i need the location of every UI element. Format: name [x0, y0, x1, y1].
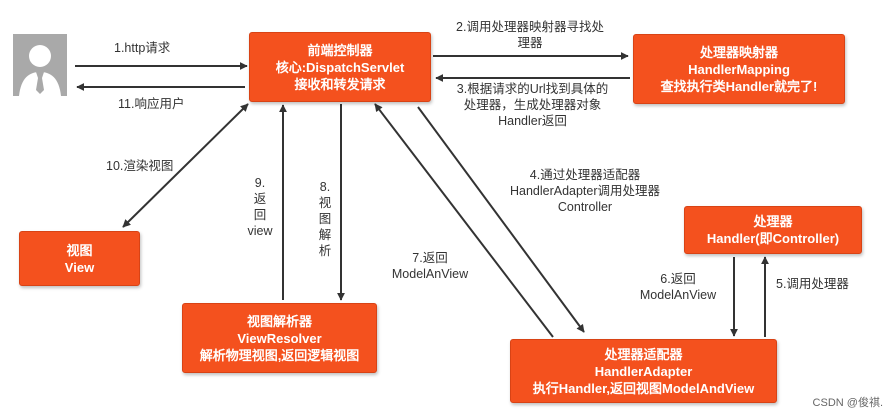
view-name: View — [64, 259, 95, 275]
watermark: CSDN @俊祺. — [812, 397, 883, 409]
arrow-10-render-view — [122, 103, 249, 228]
dispatcher-desc: 接收和转发请求 — [294, 76, 386, 92]
handler-adapter-desc: 执行Handler,返回视图ModelAndView — [532, 380, 755, 396]
edge-label-2-line-2: 理器 — [517, 36, 543, 50]
view-resolver-box: 视图解析器 ViewResolver 解析物理视图,返回逻辑视图 — [182, 303, 377, 373]
edge-label-5: 5.调用处理器 — [776, 276, 849, 292]
edge-label-1-line: 1.http请求 — [114, 41, 171, 55]
view-resolver-title: 视图解析器 — [246, 313, 312, 329]
arrow-4-call-adapter — [417, 106, 585, 333]
edge-label-9-line-2: 返 — [253, 192, 267, 206]
view-resolver-name: ViewResolver — [237, 330, 322, 346]
edge-label-4-line-1: 4.通过处理器适配器 — [529, 168, 641, 182]
edge-label-6-line-2: ModelAnView — [639, 288, 717, 302]
edge-label-3-line-3: Handler返回 — [498, 114, 567, 128]
edge-label-7-line-2: ModelAnView — [391, 267, 469, 281]
edge-label-1: 1.http请求 — [114, 40, 170, 56]
handler-mapping-name: HandlerMapping — [688, 61, 790, 77]
handler-mapping-box: 处理器映射器 HandlerMapping 查找执行类Handler就完了! — [633, 34, 845, 104]
edge-label-8: 8. 视 图 解 析 — [314, 179, 336, 259]
dispatcher-title: 前端控制器 — [307, 42, 373, 58]
edge-label-3-line-1: 3.根据请求的Url找到具体的 — [456, 82, 609, 96]
handler-name: Handler(即Controller) — [706, 231, 840, 246]
edge-label-7: 7.返回 ModelAnView — [384, 250, 476, 282]
view-box: 视图 View — [19, 231, 140, 286]
edge-label-9: 9. 返 回 view — [242, 175, 278, 239]
edge-label-4-line-2: HandlerAdapter调用处理器 — [509, 184, 661, 198]
view-title: 视图 — [66, 242, 93, 258]
edge-label-3-line-2: 处理器，生成处理器对象 — [463, 98, 602, 112]
handler-mapping-desc: 查找执行类Handler就完了! — [660, 78, 818, 94]
dispatcher-servlet-box: 前端控制器 核心:DispatchServlet 接收和转发请求 — [249, 32, 431, 102]
edge-label-8-line-1: 8. — [319, 180, 331, 194]
edge-label-11-line: 11.响应用户 — [118, 97, 185, 111]
view-resolver-desc: 解析物理视图,返回逻辑视图 — [199, 347, 360, 363]
arrow-7-return-modelandview — [374, 103, 554, 338]
edge-label-6-line-1: 6.返回 — [660, 272, 696, 286]
handler-box: 处理器 Handler(即Controller) — [684, 206, 862, 254]
edge-label-2: 2.调用处理器映射器寻找处 理器 — [450, 19, 610, 51]
edge-label-4-line-3: Controller — [557, 200, 613, 214]
edge-label-8-line-2: 视 — [318, 196, 332, 210]
handler-mapping-title: 处理器映射器 — [699, 44, 778, 60]
user-avatar-icon — [13, 34, 67, 96]
edge-label-6: 6.返回 ModelAnView — [632, 271, 724, 303]
edge-label-8-line-4: 解 — [318, 228, 332, 242]
edge-label-2-line-1: 2.调用处理器映射器寻找处 — [456, 20, 604, 34]
handler-title: 处理器 — [753, 214, 793, 229]
handler-adapter-box: 处理器适配器 HandlerAdapter 执行Handler,返回视图Mode… — [510, 339, 777, 403]
edge-label-8-line-3: 图 — [318, 212, 332, 226]
edge-label-8-line-5: 析 — [318, 244, 332, 258]
edge-label-9-line-1: 9. — [254, 176, 266, 190]
edge-label-10: 10.渲染视图 — [106, 158, 173, 174]
handler-adapter-name: HandlerAdapter — [594, 363, 693, 379]
handler-adapter-title: 处理器适配器 — [604, 346, 683, 362]
edge-label-4: 4.通过处理器适配器 HandlerAdapter调用处理器 Controlle… — [495, 167, 675, 215]
edge-label-11: 11.响应用户 — [118, 96, 184, 112]
edge-label-9-line-4: view — [247, 224, 273, 238]
dispatcher-core: 核心:DispatchServlet — [275, 59, 405, 75]
edge-label-7-line-1: 7.返回 — [412, 251, 448, 265]
edge-label-9-line-3: 回 — [253, 208, 267, 222]
edge-label-10-line: 10.渲染视图 — [106, 159, 174, 173]
edge-label-3: 3.根据请求的Url找到具体的 处理器，生成处理器对象 Handler返回 — [445, 81, 620, 129]
edge-label-5-line: 5.调用处理器 — [776, 277, 849, 291]
